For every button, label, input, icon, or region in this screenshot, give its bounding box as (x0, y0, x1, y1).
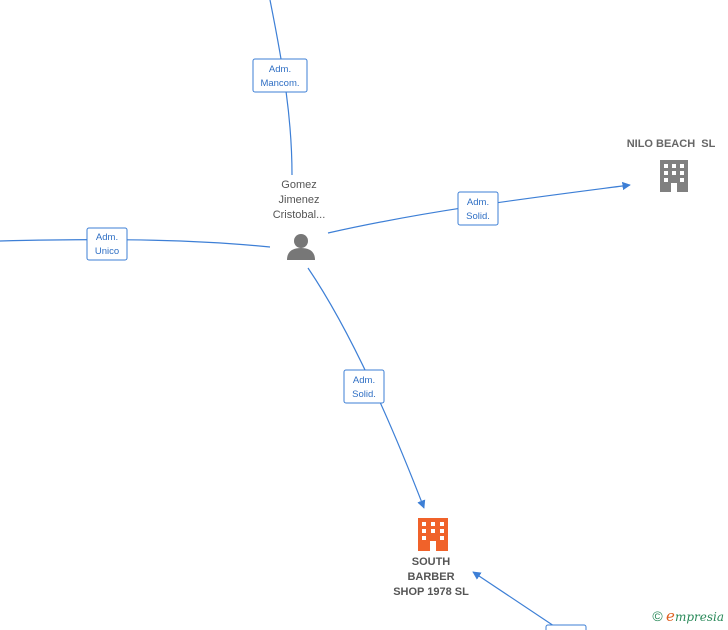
edge-label-left[interactable]: Adm. Unico (86, 227, 128, 261)
edge-label-south-line2: Solid. (352, 389, 376, 400)
brand-initial: e (666, 607, 675, 625)
edge-left (0, 239, 271, 248)
building-icon-highlighted[interactable] (418, 518, 448, 551)
nilo-beach-label[interactable]: NILO BEACH SL (626, 138, 716, 150)
copyright-symbol: © (652, 608, 663, 624)
edge-label-top-line1: Adm. (269, 64, 291, 75)
edge-label-nilo-line1: Adm. (467, 197, 489, 208)
edge-label-nilo-line2: Solid. (466, 211, 490, 222)
south-barber-label[interactable]: SOUTH BARBER SHOP 1978 SL (393, 556, 469, 598)
edge-label-left-line1: Adm. (96, 232, 118, 243)
edge-label-south-line1: Adm. (353, 375, 375, 386)
edge-incoming-south-barber (472, 571, 561, 630)
edge-top (269, 0, 293, 176)
edge-label-nilo[interactable]: Adm. Solid. (457, 191, 499, 226)
building-icon[interactable] (660, 160, 688, 192)
edge-label-partial[interactable] (545, 624, 587, 630)
edge-label-top-line2: Mancom. (260, 78, 299, 89)
person-name-label[interactable]: Gomez Jimenez Cristobal... (272, 179, 326, 221)
brand-name: mpresia (674, 610, 724, 624)
edge-label-left-line2: Unico (95, 246, 119, 257)
empresia-watermark: © empresia (652, 607, 724, 625)
edge-label-top[interactable]: Adm. Mancom. (252, 58, 308, 93)
person-icon[interactable] (287, 234, 315, 260)
edge-label-south[interactable]: Adm. Solid. (343, 369, 385, 404)
